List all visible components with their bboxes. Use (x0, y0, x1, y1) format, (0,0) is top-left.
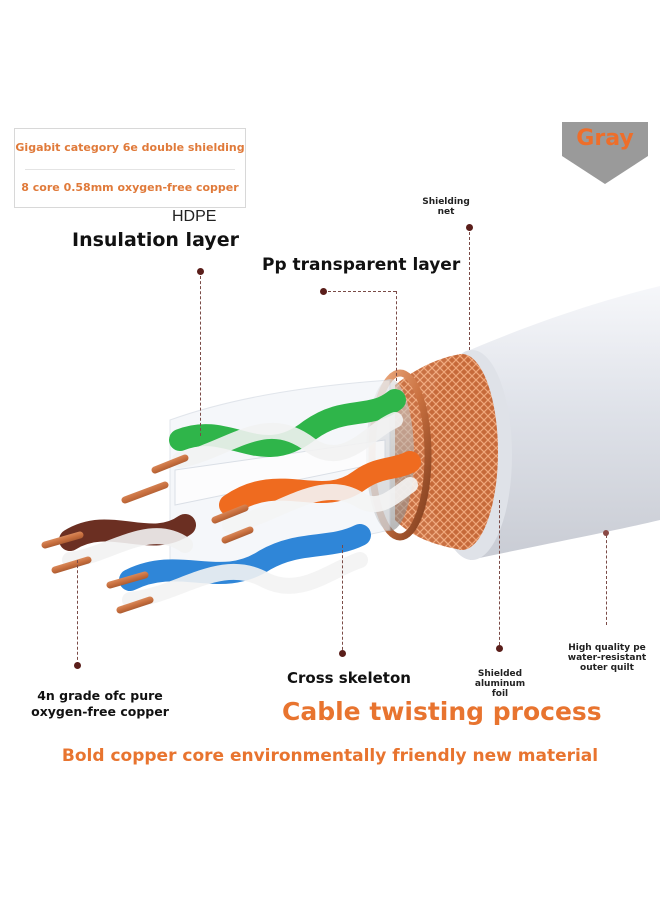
lead-copper (77, 560, 78, 665)
spec-line-1: Gigabit category 6e double shielding (15, 141, 245, 154)
pair-blue (119, 524, 371, 591)
label-insulation-layer: Insulation layer (72, 229, 239, 251)
lead-outer-quilt (606, 535, 607, 625)
label-cross-skeleton: Cross skeleton (287, 669, 411, 687)
color-tag-label: Gray (576, 126, 634, 151)
headline: Cable twisting process (282, 697, 602, 726)
copper-conductors (41, 454, 254, 614)
label-outer-quilt: High quality pe water-resistant outer qu… (567, 643, 647, 673)
dot-cross-skeleton (339, 650, 346, 657)
label-shielded-foil: Shielded aluminum foil (474, 669, 526, 699)
label-hdpe: HDPE (172, 208, 217, 225)
lead-shielding-net (469, 232, 470, 350)
spec-divider (25, 169, 235, 170)
label-pp-layer: Pp transparent layer (262, 255, 461, 275)
lead-shielded-foil (499, 500, 500, 645)
color-tag: Gray (562, 122, 648, 184)
dot-outer-quilt-top (603, 530, 609, 536)
dot-copper (74, 662, 81, 669)
dot-shielding-net (466, 224, 473, 231)
lead-pp-vertical (396, 291, 397, 381)
dot-shielded-foil (496, 645, 503, 652)
lead-cross-skeleton (342, 545, 343, 655)
spec-box: Gigabit category 6e double shielding 8 c… (14, 128, 246, 208)
dot-pp-layer (320, 288, 327, 295)
label-shielding-net: Shielding net (422, 197, 470, 217)
tag-shape (562, 122, 648, 184)
tagline: Bold copper core environmentally friendl… (61, 746, 599, 766)
spec-line-2: 8 core 0.58mm oxygen-free copper (21, 181, 239, 194)
outer-jacket (470, 286, 660, 560)
dot-insulation (197, 268, 204, 275)
lead-pp-horizontal (328, 291, 396, 292)
lead-insulation (200, 276, 201, 436)
label-copper: 4n grade ofc pure oxygen-free copper (31, 688, 169, 719)
